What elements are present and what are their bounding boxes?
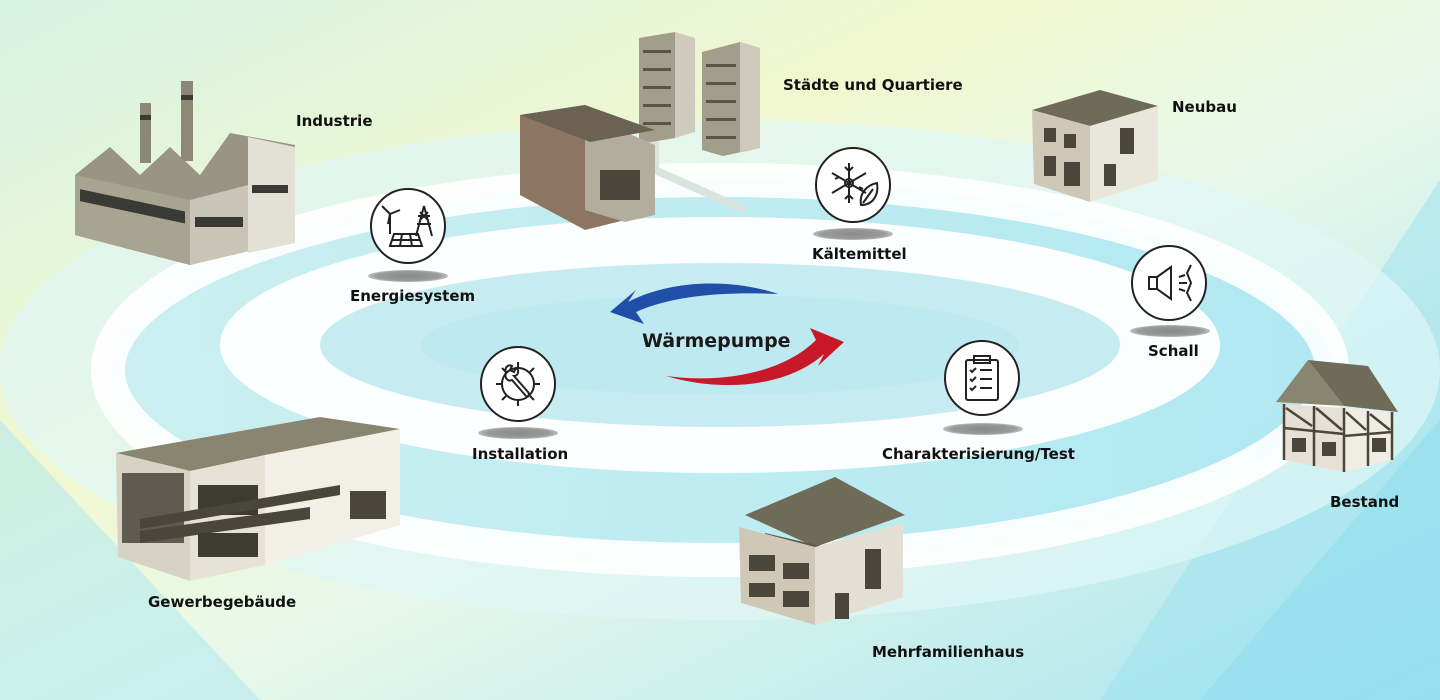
energiesystem-shadow: [368, 270, 448, 282]
label-neubau: Neubau: [1172, 98, 1237, 116]
charakterisierung-shadow: [943, 423, 1023, 435]
city-district-buildings: [520, 32, 760, 230]
circulation-arrows: [610, 283, 844, 386]
center-label: Wärmepumpe: [642, 330, 791, 352]
snowflake-leaf-icon: [815, 147, 891, 223]
label-installation: Installation: [472, 445, 569, 463]
label-staedte: Städte und Quartiere: [783, 76, 963, 94]
energy-system-icon: [370, 188, 446, 264]
commercial-building: [116, 417, 400, 581]
industry-building: [75, 81, 295, 265]
new-building: [1032, 90, 1158, 202]
clipboard-checklist-icon: [944, 340, 1020, 416]
label-kaeltemittel: Kältemittel: [812, 245, 907, 263]
label-mehrfamilienhaus: Mehrfamilienhaus: [872, 643, 1025, 661]
label-gewerbegebaeude: Gewerbegebäude: [148, 593, 297, 611]
existing-half-timbered-house: [1276, 360, 1398, 472]
installation-shadow: [478, 427, 558, 439]
label-energiesystem: Energiesystem: [350, 287, 476, 305]
label-charakterisierung: Charakterisierung/Test: [882, 445, 1075, 463]
speaker-sound-icon: [1131, 245, 1207, 321]
gear-wrench-icon: [480, 346, 556, 422]
label-schall: Schall: [1148, 342, 1199, 360]
apartment-house: [739, 477, 905, 625]
schall-shadow: [1130, 325, 1210, 337]
kaeltemittel-shadow: [813, 228, 893, 240]
label-bestand: Bestand: [1330, 493, 1400, 511]
label-industrie: Industrie: [296, 112, 373, 130]
